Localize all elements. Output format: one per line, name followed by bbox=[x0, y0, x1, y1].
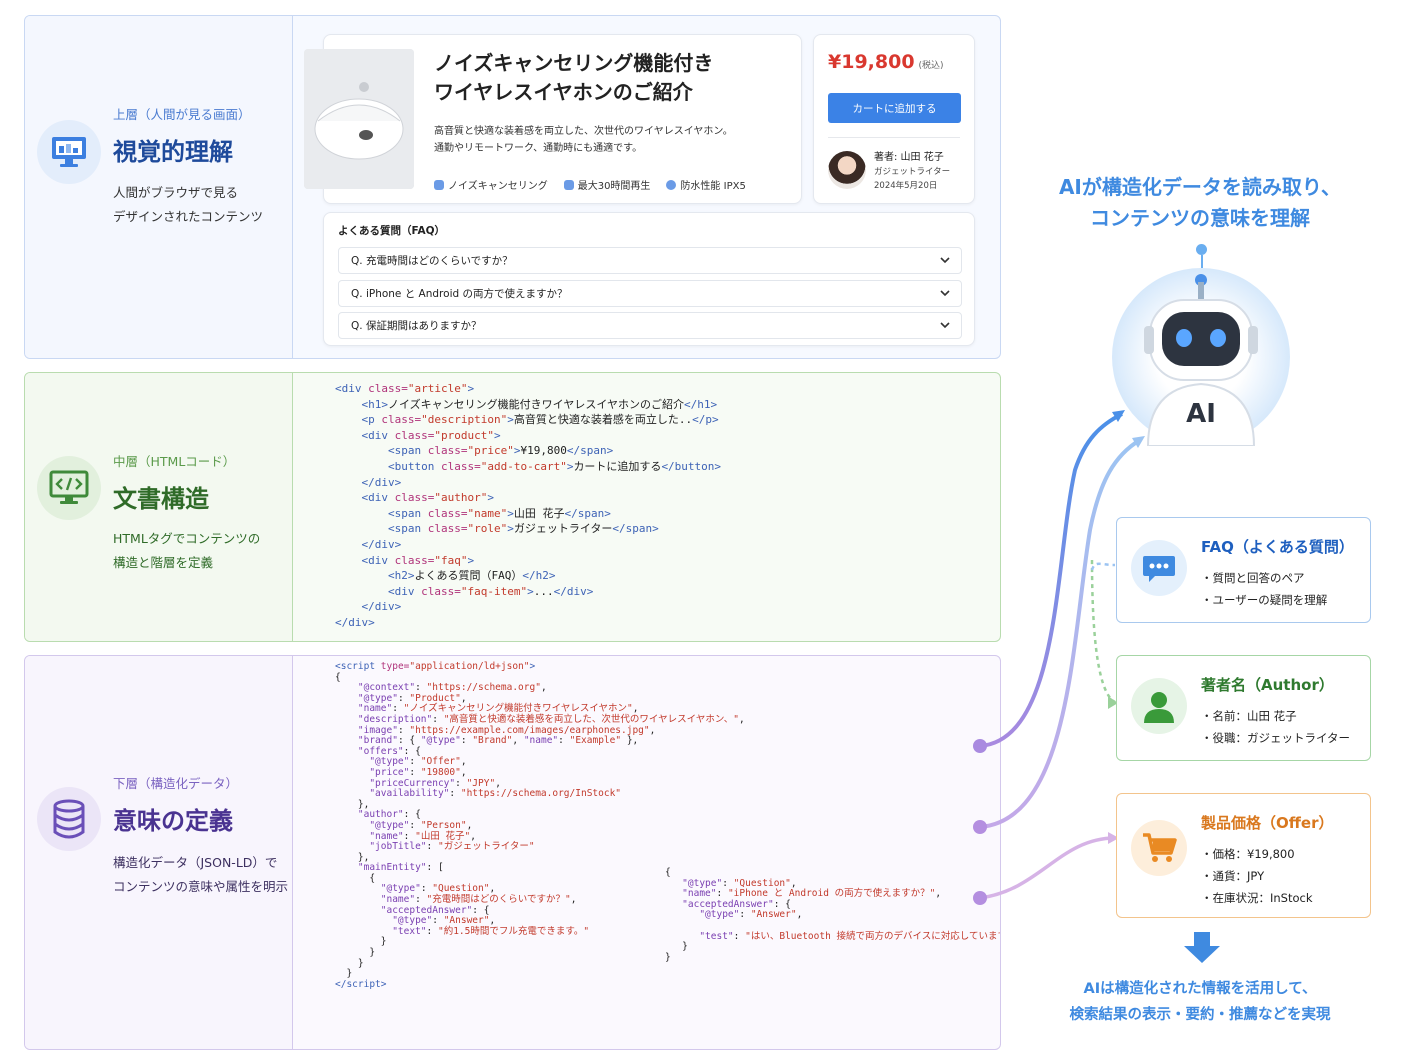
html-layer: 中層（HTMLコード） 文書構造 HTMLタグでコンテンツの 構造と階層を定義 … bbox=[24, 372, 1001, 642]
author-info-card: 著者名（Author） ・名前：山田 花子 ・役職：ガジェットライター bbox=[1116, 655, 1371, 761]
feature-item: 防水性能 IPX5 bbox=[666, 177, 746, 192]
visual-layer-title: 視覚的理解 bbox=[113, 138, 233, 166]
structured-data-layer-description: 構造化データ（JSON-LD）で コンテンツの意味や属性を明示 bbox=[113, 855, 289, 894]
product-price: ¥19,800(税込) bbox=[828, 51, 944, 73]
flow-arrow-line bbox=[979, 836, 1116, 900]
visual-layer: 上層（人間が見る画面） 視覚的理解 人間がブラウザで見る デザインされたコンテン… bbox=[24, 15, 1001, 359]
html-layer-label: 中層（HTMLコード） 文書構造 HTMLタグでコンテンツの 構造と階層を定義 bbox=[25, 373, 293, 641]
json-ld-code-block: <script type="application/ld+json"> { "@… bbox=[335, 661, 745, 990]
arrow-head-icon bbox=[1112, 410, 1125, 422]
sound-wave-icon bbox=[434, 179, 444, 190]
feature-list: ノイズキャンセリング 最大30時間再生 防水性能 IPX5 bbox=[434, 177, 746, 192]
visual-layer-description: 人間がブラウザで見る デザインされたコンテンツ bbox=[113, 185, 264, 224]
flow-start-dot bbox=[973, 891, 987, 905]
monitor-icon bbox=[37, 120, 101, 184]
visual-layer-label: 上層（人間が見る画面） 視覚的理解 人間がブラウザで見る デザインされたコンテン… bbox=[25, 16, 293, 358]
offer-info-card: 製品価格（Offer） ・価格：¥19,800 ・通貨：JPY ・在庫状況：In… bbox=[1116, 793, 1371, 918]
chat-bubble-icon bbox=[1131, 540, 1187, 596]
price-tax-note: (税込) bbox=[918, 61, 944, 71]
json-ld-code-block-second: { "@type": "Question", "name": "iPhone と… bbox=[665, 867, 1001, 963]
flow-arrow-line bbox=[979, 412, 1123, 748]
antenna-bulb-icon bbox=[1196, 244, 1207, 255]
faq-info-card: FAQ（よくある質問） ・質問と回答のペア ・ユーザーの疑問を理解 bbox=[1116, 517, 1371, 623]
author-info: 著者: 山田 花子 ガジェットライター 2024年5月20日 bbox=[874, 151, 950, 193]
arrow-head-icon bbox=[1108, 832, 1119, 844]
database-icon bbox=[37, 787, 101, 851]
html-layer-subtitle: 中層（HTMLコード） bbox=[113, 454, 236, 469]
structured-data-layer-label: 下層（構造化データ） 意味の定義 構造化データ（JSON-LD）で コンテンツの… bbox=[25, 656, 293, 1049]
product-card: ノイズキャンセリング機能付き ワイヤレスイヤホンのご紹介 高音質と快適な装着感を… bbox=[304, 34, 802, 204]
faq-item[interactable]: Q. 保証期間はありますか？ bbox=[338, 312, 962, 339]
author-date: 2024年5月20日 bbox=[874, 181, 938, 191]
faq-item[interactable]: Q. 充電時間はどのくらいですか？ bbox=[338, 247, 962, 274]
author-card-line: ・役職：ガジェットライター bbox=[1201, 731, 1351, 745]
flow-arrow-line bbox=[979, 438, 1142, 829]
author-card-title: 著者名（Author） bbox=[1201, 676, 1334, 694]
feature-item: 最大30時間再生 bbox=[563, 177, 650, 192]
ai-footer-text: AIは構造化された情報を活用して、 検索結果の表示・要約・推薦などを実現 bbox=[1069, 981, 1331, 1023]
structured-data-layer: 下層（構造化データ） 意味の定義 構造化データ（JSON-LD）で コンテンツの… bbox=[24, 655, 1001, 1050]
author-avatar bbox=[828, 151, 866, 189]
chevron-down-icon bbox=[940, 257, 950, 264]
faq-item[interactable]: Q. iPhone と Android の両方で使えますか？ bbox=[338, 280, 962, 307]
offer-card-title: 製品価格（Offer） bbox=[1201, 814, 1334, 832]
author-card-line: ・名前：山田 花子 bbox=[1201, 709, 1297, 723]
product-title: ノイズキャンセリング機能付き ワイヤレスイヤホンのご紹介 bbox=[434, 51, 714, 104]
price-card: ¥19,800(税込) カートに追加する 著者: 山田 花子 ガジェットライター… bbox=[813, 34, 975, 204]
person-icon bbox=[1131, 678, 1187, 734]
ai-headline: AIが構造化データを読み取り、 コンテンツの意味を理解 bbox=[1058, 175, 1342, 230]
cart-icon bbox=[1131, 820, 1187, 876]
visual-layer-subtitle: 上層（人間が見る画面） bbox=[113, 107, 251, 122]
faq-heading: よくある質問（FAQ） bbox=[338, 225, 446, 237]
robot-ai-label: AI bbox=[1186, 399, 1216, 429]
feature-item: ノイズキャンセリング bbox=[434, 177, 548, 192]
structured-data-layer-subtitle: 下層（構造化データ） bbox=[113, 776, 239, 791]
chevron-down-icon bbox=[940, 322, 950, 329]
add-to-cart-button[interactable]: カートに追加する bbox=[828, 93, 961, 123]
robot-icon: AI bbox=[1144, 274, 1258, 447]
arrow-head-icon bbox=[1132, 436, 1145, 448]
faq-card-line: ・ユーザーの疑問を理解 bbox=[1201, 593, 1328, 607]
offer-card-line: ・価格：¥19,800 bbox=[1201, 847, 1295, 861]
faq-card-title: FAQ（よくある質問） bbox=[1201, 538, 1354, 556]
flow-start-dot bbox=[973, 739, 987, 753]
offer-card-line: ・在庫状況：InStock bbox=[1201, 891, 1313, 905]
faq-card: よくある質問（FAQ） Q. 充電時間はどのくらいですか？ Q. iPhone … bbox=[323, 212, 975, 346]
earphones-image bbox=[304, 49, 414, 189]
arrow-down-icon bbox=[1184, 932, 1220, 963]
water-drop-icon bbox=[666, 179, 677, 190]
html-layer-description: HTMLタグでコンテンツの 構造と階層を定義 bbox=[113, 531, 261, 570]
flow-arrow-line bbox=[1090, 559, 1116, 704]
arrow-head-icon bbox=[1108, 696, 1118, 709]
offer-card-line: ・通貨：JPY bbox=[1201, 869, 1265, 883]
author-name: 著者: 山田 花子 bbox=[874, 152, 944, 163]
product-description: 高音質と快適な装着感を両立した、次世代のワイヤレスイヤホン。 通勤やリモートワー… bbox=[434, 126, 733, 154]
code-monitor-icon bbox=[37, 456, 101, 520]
html-code-block: <div class="article"> <h1>ノイズキャンセリング機能付き… bbox=[335, 382, 722, 629]
ai-robot: AI bbox=[1112, 268, 1290, 447]
structured-data-layer-title: 意味の定義 bbox=[113, 807, 233, 835]
html-layer-title: 文書構造 bbox=[113, 485, 209, 513]
flow-start-dot bbox=[973, 820, 987, 834]
chevron-down-icon bbox=[940, 290, 950, 297]
flow-arrow-line bbox=[1090, 562, 1116, 571]
faq-card-line: ・質問と回答のペア bbox=[1201, 571, 1305, 585]
author-role: ガジェットライター bbox=[874, 167, 951, 177]
battery-icon bbox=[563, 179, 574, 190]
divider bbox=[828, 137, 960, 138]
